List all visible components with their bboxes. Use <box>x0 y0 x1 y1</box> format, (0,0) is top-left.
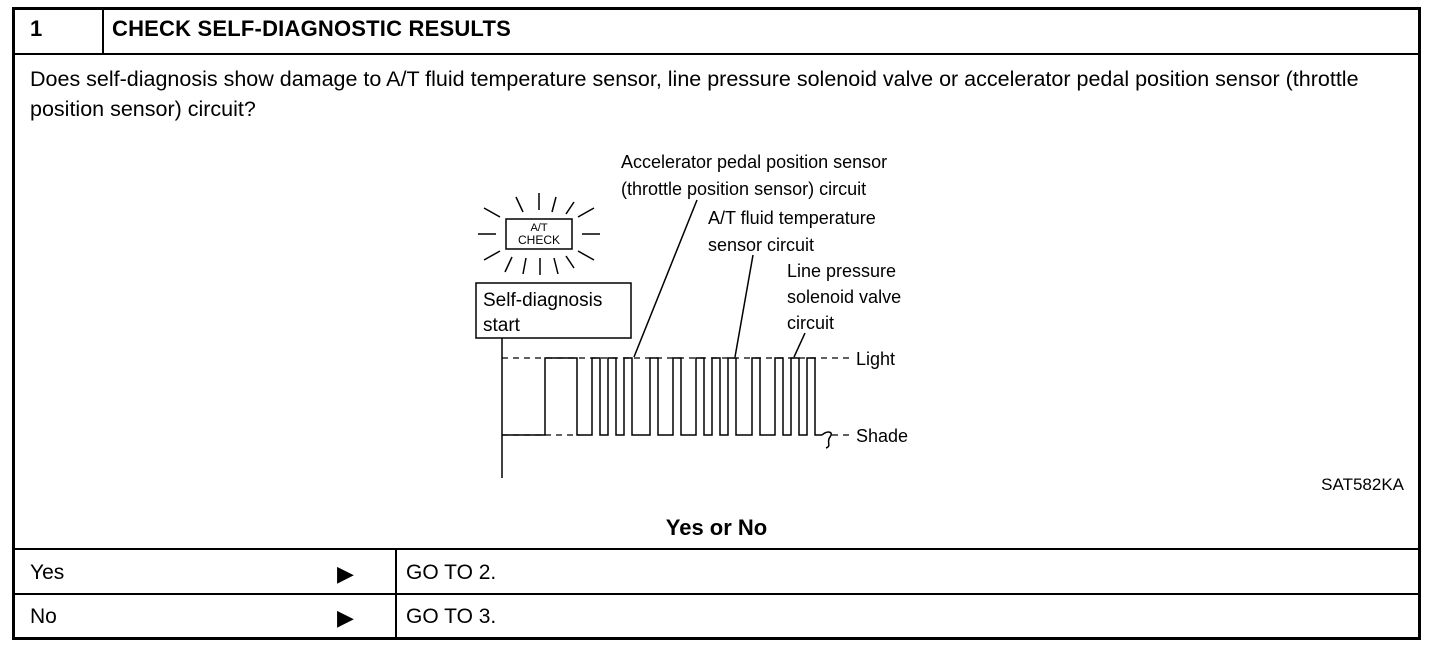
step-number: 1 <box>30 16 43 41</box>
at-check-lamp-icon <box>478 193 600 275</box>
result-heading: Yes or No <box>665 515 768 540</box>
row-yes-arrow-icon: ▶ <box>337 561 354 586</box>
lamp-waveform <box>502 357 833 449</box>
diagnostic-step-table <box>12 7 1421 640</box>
row-no-action: GO TO 3. <box>406 605 497 628</box>
start-box <box>475 282 632 339</box>
row-divider <box>12 593 1421 595</box>
label-accelerator-line1: Accelerator pedal position sensor <box>621 152 887 172</box>
row-no-label: No <box>30 605 57 628</box>
lamp-label-line2: CHECK <box>518 233 560 247</box>
start-box-line2: start <box>483 315 521 336</box>
row-yes-label: Yes <box>30 561 65 584</box>
row-yes-action: GO TO 2. <box>406 561 497 584</box>
step-title: CHECK SELF-DIAGNOSTIC RESULTS <box>112 16 511 41</box>
header-divider <box>12 53 1421 55</box>
step-number-divider <box>102 7 104 54</box>
start-box-line1: Self-diagnosis <box>483 290 602 311</box>
diagnostic-question: Does self-diagnosis show damage to A/T f… <box>30 67 1359 121</box>
level-guides <box>502 357 850 436</box>
row-no-arrow-icon: ▶ <box>337 605 354 630</box>
callout-leaders <box>633 199 806 358</box>
label-line-pressure-line3: circuit <box>787 313 834 333</box>
label-fluid-line2: sensor circuit <box>708 235 814 255</box>
lamp-label-line1: A/T <box>530 222 547 234</box>
label-accelerator-line2: (throttle position sensor) circuit <box>621 179 866 199</box>
figure-code: SAT582KA <box>1321 475 1405 494</box>
action-column-divider <box>395 549 397 640</box>
level-light-label: Light <box>856 349 895 369</box>
result-divider <box>12 548 1421 550</box>
level-shade-label: Shade <box>856 426 908 446</box>
label-fluid-line1: A/T fluid temperature <box>708 208 876 228</box>
label-line-pressure-line1: Line pressure <box>787 261 896 281</box>
label-line-pressure-line2: solenoid valve <box>787 287 901 307</box>
